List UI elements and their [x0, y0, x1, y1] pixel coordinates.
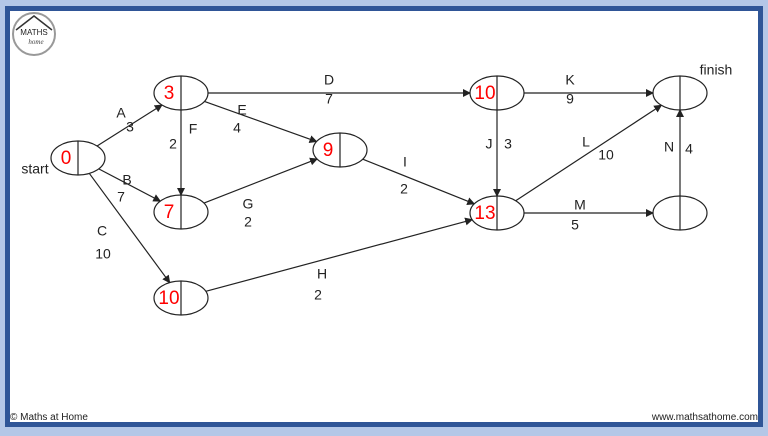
earliest-time: 0	[61, 148, 72, 169]
node-n10b: 10	[469, 75, 525, 111]
earliest-time: 3	[164, 83, 175, 104]
activity-label: K	[565, 72, 575, 88]
activity-label: I	[403, 154, 407, 170]
duration-label: 4	[685, 141, 693, 157]
svg-text:MATHS: MATHS	[20, 28, 47, 37]
duration-label: 9	[566, 91, 574, 107]
node-finish	[652, 75, 708, 111]
diagram-frame	[5, 6, 763, 427]
finish-label: finish	[700, 62, 733, 78]
earliest-time: 7	[164, 202, 175, 223]
activity-label: H	[317, 266, 327, 282]
duration-label: 2	[169, 136, 177, 152]
activity-label: C	[97, 223, 107, 239]
edge-E	[204, 100, 318, 143]
node-start: 0	[50, 140, 106, 176]
duration-label: 7	[325, 91, 333, 107]
duration-label: 3	[126, 119, 134, 135]
activity-label: G	[243, 196, 254, 212]
node-n9: 9	[312, 132, 368, 168]
duration-label: 2	[314, 287, 322, 303]
edge-H	[205, 217, 474, 292]
activity-label: B	[122, 172, 131, 188]
duration-label: 10	[598, 147, 614, 163]
duration-label: 7	[117, 189, 125, 205]
duration-label: 2	[244, 214, 252, 230]
earliest-time: 10	[158, 288, 179, 309]
activity-label: N	[664, 139, 674, 155]
activity-label: D	[324, 72, 334, 88]
activity-label: L	[582, 134, 590, 150]
node-n3: 3	[153, 75, 209, 111]
duration-label: 3	[504, 136, 512, 152]
earliest-time: 9	[323, 140, 334, 161]
edge-C	[88, 173, 171, 284]
logo: MATHS home	[12, 12, 56, 56]
activity-label: M	[574, 197, 586, 213]
edge-A	[96, 104, 163, 147]
copyright-text: © Maths at Home	[10, 412, 88, 423]
activity-label: F	[189, 121, 198, 137]
duration-label: 5	[571, 217, 579, 233]
edge-G	[203, 157, 318, 204]
website-link[interactable]: www.mathsathome.com	[651, 412, 758, 423]
node-n10a: 10	[153, 280, 209, 316]
activity-label: J	[486, 136, 493, 152]
node-n5	[652, 195, 708, 231]
duration-label: 4	[233, 120, 241, 136]
activity-label: A	[116, 105, 126, 121]
start-label: start	[21, 161, 48, 177]
duration-label: 10	[95, 246, 111, 262]
earliest-time: 13	[474, 203, 495, 224]
node-n7: 7	[153, 194, 209, 230]
earliest-time: 10	[474, 83, 495, 104]
svg-text:home: home	[28, 38, 43, 46]
activity-label: E	[237, 102, 246, 118]
edge-B	[98, 168, 162, 202]
edge-L	[515, 104, 663, 202]
duration-label: 2	[400, 181, 408, 197]
node-n13: 13	[469, 195, 525, 231]
edge-I	[362, 158, 476, 205]
